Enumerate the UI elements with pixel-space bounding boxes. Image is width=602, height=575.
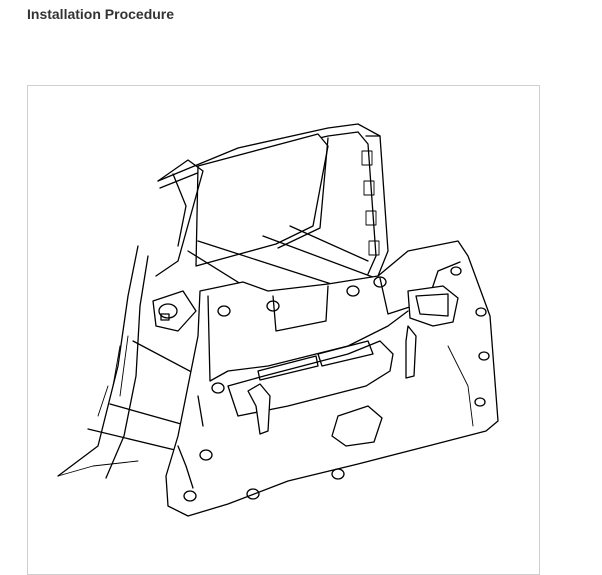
section-heading: Installation Procedure	[27, 6, 175, 22]
window-frame	[157, 123, 389, 277]
panel-clips	[183, 266, 490, 502]
body-shell	[57, 159, 204, 479]
quarter-trim-panel	[165, 240, 499, 517]
installation-diagram	[27, 85, 540, 575]
trim-panel-drawing	[57, 123, 499, 517]
